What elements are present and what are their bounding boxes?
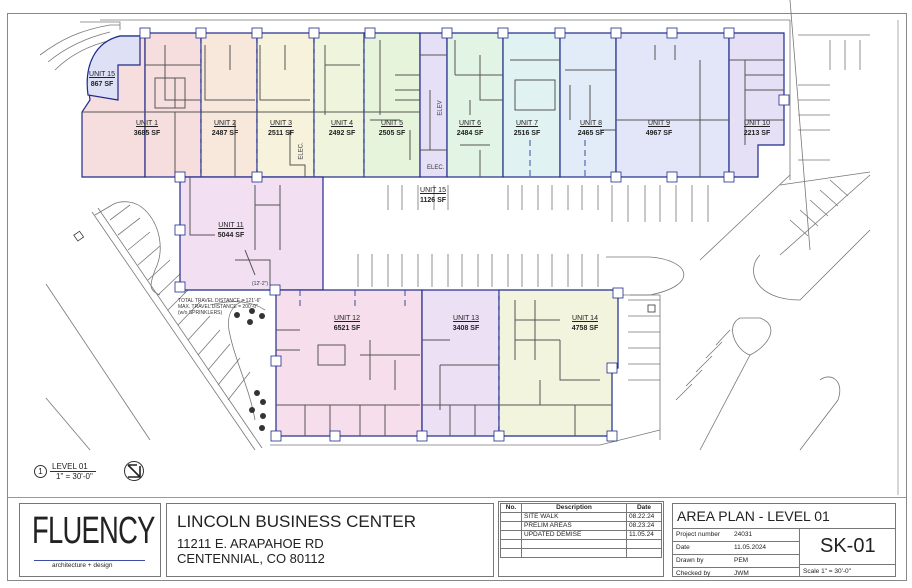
accessible-parking-icons [73,230,656,313]
elec-room-label: ELEC. [427,165,445,171]
elevator-label: ELEV [437,100,444,116]
rev-header-description: Description [521,503,627,513]
project-name: LINCOLN BUSINESS CENTER [177,512,416,531]
revision-block [498,501,664,577]
view-scale: 1" = 30'-0" [56,472,93,481]
travel-distance-note: (w/o SPRINKLERS) [178,310,223,316]
elec-room-label: ELEC. [298,142,305,160]
revision-row [500,548,662,558]
view-title: LEVEL 01 [50,462,96,472]
column-markers [139,27,790,442]
dimension-annotation: (12'-2") [252,281,269,287]
sheet-number: SK-01 [820,535,876,557]
logo-underline [34,560,145,561]
rev-header-no: No. [500,503,522,513]
travel-distance-note: MAX. TRAVEL DISTANCE = 200'-0" [178,304,258,310]
travel-distance-note: TOTAL TRAVEL DISTANCE = 121'-6" [178,298,262,304]
logo-wordmark: FLUENCY [32,510,155,552]
project-address-line-2: CENTENNIAL, CO 80112 [177,551,325,566]
site-linework [39,0,899,495]
sheet-title: AREA PLAN - LEVEL 01 [677,508,830,524]
view-title-tag: 1 LEVEL 01 1" = 30'-0" [34,462,96,481]
demising-lines [200,33,586,436]
project-info: LINCOLN BUSINESS CENTER 11211 E. ARAPAHO… [166,503,494,577]
project-address-line-1: 11211 E. ARAPAHOE RD [177,536,324,551]
interior-walls [82,40,784,436]
revision-row [500,539,662,549]
title-block [8,497,906,582]
unit-fills [81,32,785,437]
logo-tagline: architecture + design [52,562,113,569]
rev-header-date: Date [626,503,662,513]
unit-15-area [86,35,141,101]
sheet-scale: Scale 1" = 30'-0" [799,564,895,576]
view-number: 1 [34,465,47,478]
north-arrow-icon [124,461,144,481]
tree-symbols [234,308,266,431]
sheet-number-cell: SK-01 [799,528,895,565]
firm-logo: FLUENCY architecture + design [19,503,161,577]
floor-plan [39,0,899,495]
drawing-sheet-border [7,13,907,581]
